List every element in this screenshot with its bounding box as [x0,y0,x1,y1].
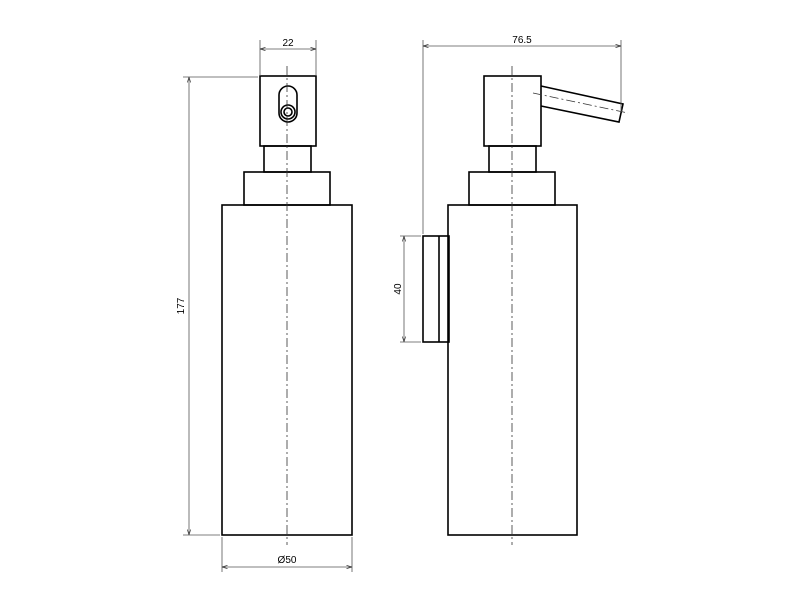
dim-diameter: Ø50 [278,555,297,566]
spout [540,85,624,123]
pump-neck-side [488,145,537,173]
dim-total-depth: 76.5 [512,35,532,46]
nozzle-outer [280,104,296,120]
nozzle-inner [283,107,293,117]
dim-plate-height: 40 [393,283,404,295]
pump-head-side [483,75,542,147]
pump-neck [263,145,312,173]
side-view: 76.5 40 [393,35,629,545]
wall-plate [422,235,450,343]
bottle-body-side [447,204,578,536]
nozzle-slot [278,85,298,123]
dim-total-height: 177 [176,297,187,314]
dim-head-width: 22 [282,38,294,49]
front-view: 22 177 Ø50 [176,38,353,572]
